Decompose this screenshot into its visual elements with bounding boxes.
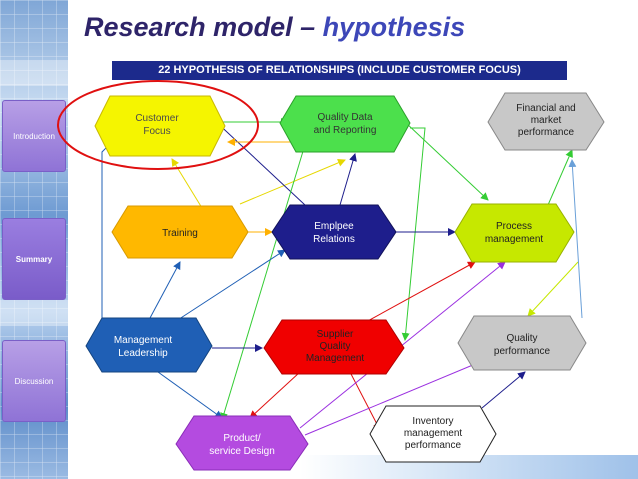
label-line: Leadership bbox=[118, 348, 168, 359]
sidebar-light-streak bbox=[0, 300, 68, 326]
quality-performance-label: Quality performance bbox=[494, 333, 551, 357]
arrow-leadership-to-product bbox=[157, 371, 223, 419]
label-line: Management bbox=[114, 335, 173, 346]
label-line: Management bbox=[306, 353, 365, 364]
label-line: Training bbox=[162, 228, 198, 239]
product-design-label: Product/service Design bbox=[209, 433, 275, 457]
label-line: and Reporting bbox=[314, 125, 377, 136]
node-quality-data: Quality Data and Reporting bbox=[279, 95, 411, 153]
label-line: market bbox=[531, 115, 562, 126]
arrow-leadership-to-employee bbox=[169, 249, 286, 326]
arrow-quality-perf-to-financial bbox=[568, 159, 583, 319]
inventory-shape bbox=[369, 405, 497, 463]
node-process-management: Process management bbox=[454, 203, 575, 263]
label-line: Focus bbox=[143, 126, 170, 137]
arrow-employee-to-quality-data bbox=[339, 153, 357, 206]
training-shape bbox=[111, 205, 249, 259]
arrow-product-to-quality-perf bbox=[304, 361, 481, 436]
title-accent: hypothesis bbox=[322, 12, 466, 42]
label-line: Inventory bbox=[412, 416, 453, 427]
arrow-quality-data-to-process bbox=[404, 121, 489, 201]
quality-performance-shape bbox=[457, 315, 587, 371]
financial-shape bbox=[487, 92, 605, 151]
sidebar-light-streak bbox=[0, 60, 68, 86]
label-line: performance bbox=[494, 346, 551, 357]
training-label: Training bbox=[162, 228, 198, 239]
label-line: management bbox=[404, 428, 463, 439]
node-product-design: Product/service Design bbox=[175, 415, 309, 471]
node-quality-performance: Quality performance bbox=[457, 315, 587, 371]
arrow-inventory-to-quality-perf bbox=[481, 371, 526, 409]
arrow-supplier-to-inventory bbox=[349, 371, 381, 431]
nav-introduction-label: Introduction bbox=[13, 131, 55, 141]
arrow-leadership-to-focus bbox=[101, 141, 113, 320]
process-management-label: Process management bbox=[485, 221, 544, 245]
label-line: Quality Data bbox=[317, 112, 372, 123]
supplier-quality-shape bbox=[263, 319, 405, 375]
arrow-employee-to-focus bbox=[211, 117, 306, 206]
label-line: performance bbox=[405, 440, 462, 451]
product-design-shape bbox=[175, 415, 309, 471]
arrow-quality-data-to-product bbox=[220, 127, 311, 421]
quality-data-label: Quality Data and Reporting bbox=[314, 112, 377, 136]
nav-summary[interactable]: Summary bbox=[2, 218, 66, 300]
label-line: performance bbox=[518, 127, 575, 138]
title-main: Research model – bbox=[84, 12, 323, 42]
label-line: Relations bbox=[313, 234, 355, 245]
process-management-shape bbox=[454, 203, 575, 263]
quality-data-shape bbox=[279, 95, 411, 153]
arrow-quality-data-to-supplier bbox=[401, 127, 426, 341]
label-line: Product/ bbox=[223, 433, 260, 444]
nav-introduction[interactable]: Introduction bbox=[2, 100, 66, 172]
sidebar: Introduction Summary Discussion bbox=[0, 0, 68, 479]
label-line: management bbox=[485, 234, 544, 245]
customer-focus-shape bbox=[94, 95, 226, 157]
arrow-supplier-to-process bbox=[354, 261, 476, 329]
node-training: Training bbox=[111, 205, 249, 259]
label-line: Emplpee bbox=[314, 221, 354, 232]
relationship-arrows bbox=[101, 117, 583, 436]
subtitle-banner: 22 HYPOTHESIS OF RELATIONSHIPS (INCLUDE … bbox=[112, 61, 567, 80]
nav-discussion-label: Discussion bbox=[14, 376, 54, 386]
label-line: Quality bbox=[319, 341, 350, 352]
page-title: Research model – hypothesis bbox=[84, 12, 465, 43]
label-line: service Design bbox=[209, 446, 275, 457]
label-line: Financial and bbox=[516, 103, 575, 114]
arrow-process-to-quality-perf bbox=[527, 261, 579, 317]
arrow-training-to-focus bbox=[171, 158, 203, 209]
employee-relations-shape bbox=[271, 204, 397, 260]
label-line: Customer bbox=[135, 113, 179, 124]
arrow-supplier-to-product bbox=[249, 371, 301, 419]
nav-summary-label: Summary bbox=[15, 254, 53, 264]
arrow-training-to-quality-data bbox=[239, 159, 346, 205]
label-line: Supplier bbox=[317, 329, 354, 340]
arrow-leadership-to-training bbox=[149, 261, 181, 319]
arrow-process-to-financial bbox=[547, 149, 573, 206]
management-leadership-shape bbox=[85, 317, 213, 373]
label-line: Process bbox=[496, 221, 532, 232]
nav-discussion[interactable]: Discussion bbox=[2, 340, 66, 422]
label-line: Quality bbox=[506, 333, 537, 344]
customer-focus-highlight bbox=[57, 80, 259, 170]
